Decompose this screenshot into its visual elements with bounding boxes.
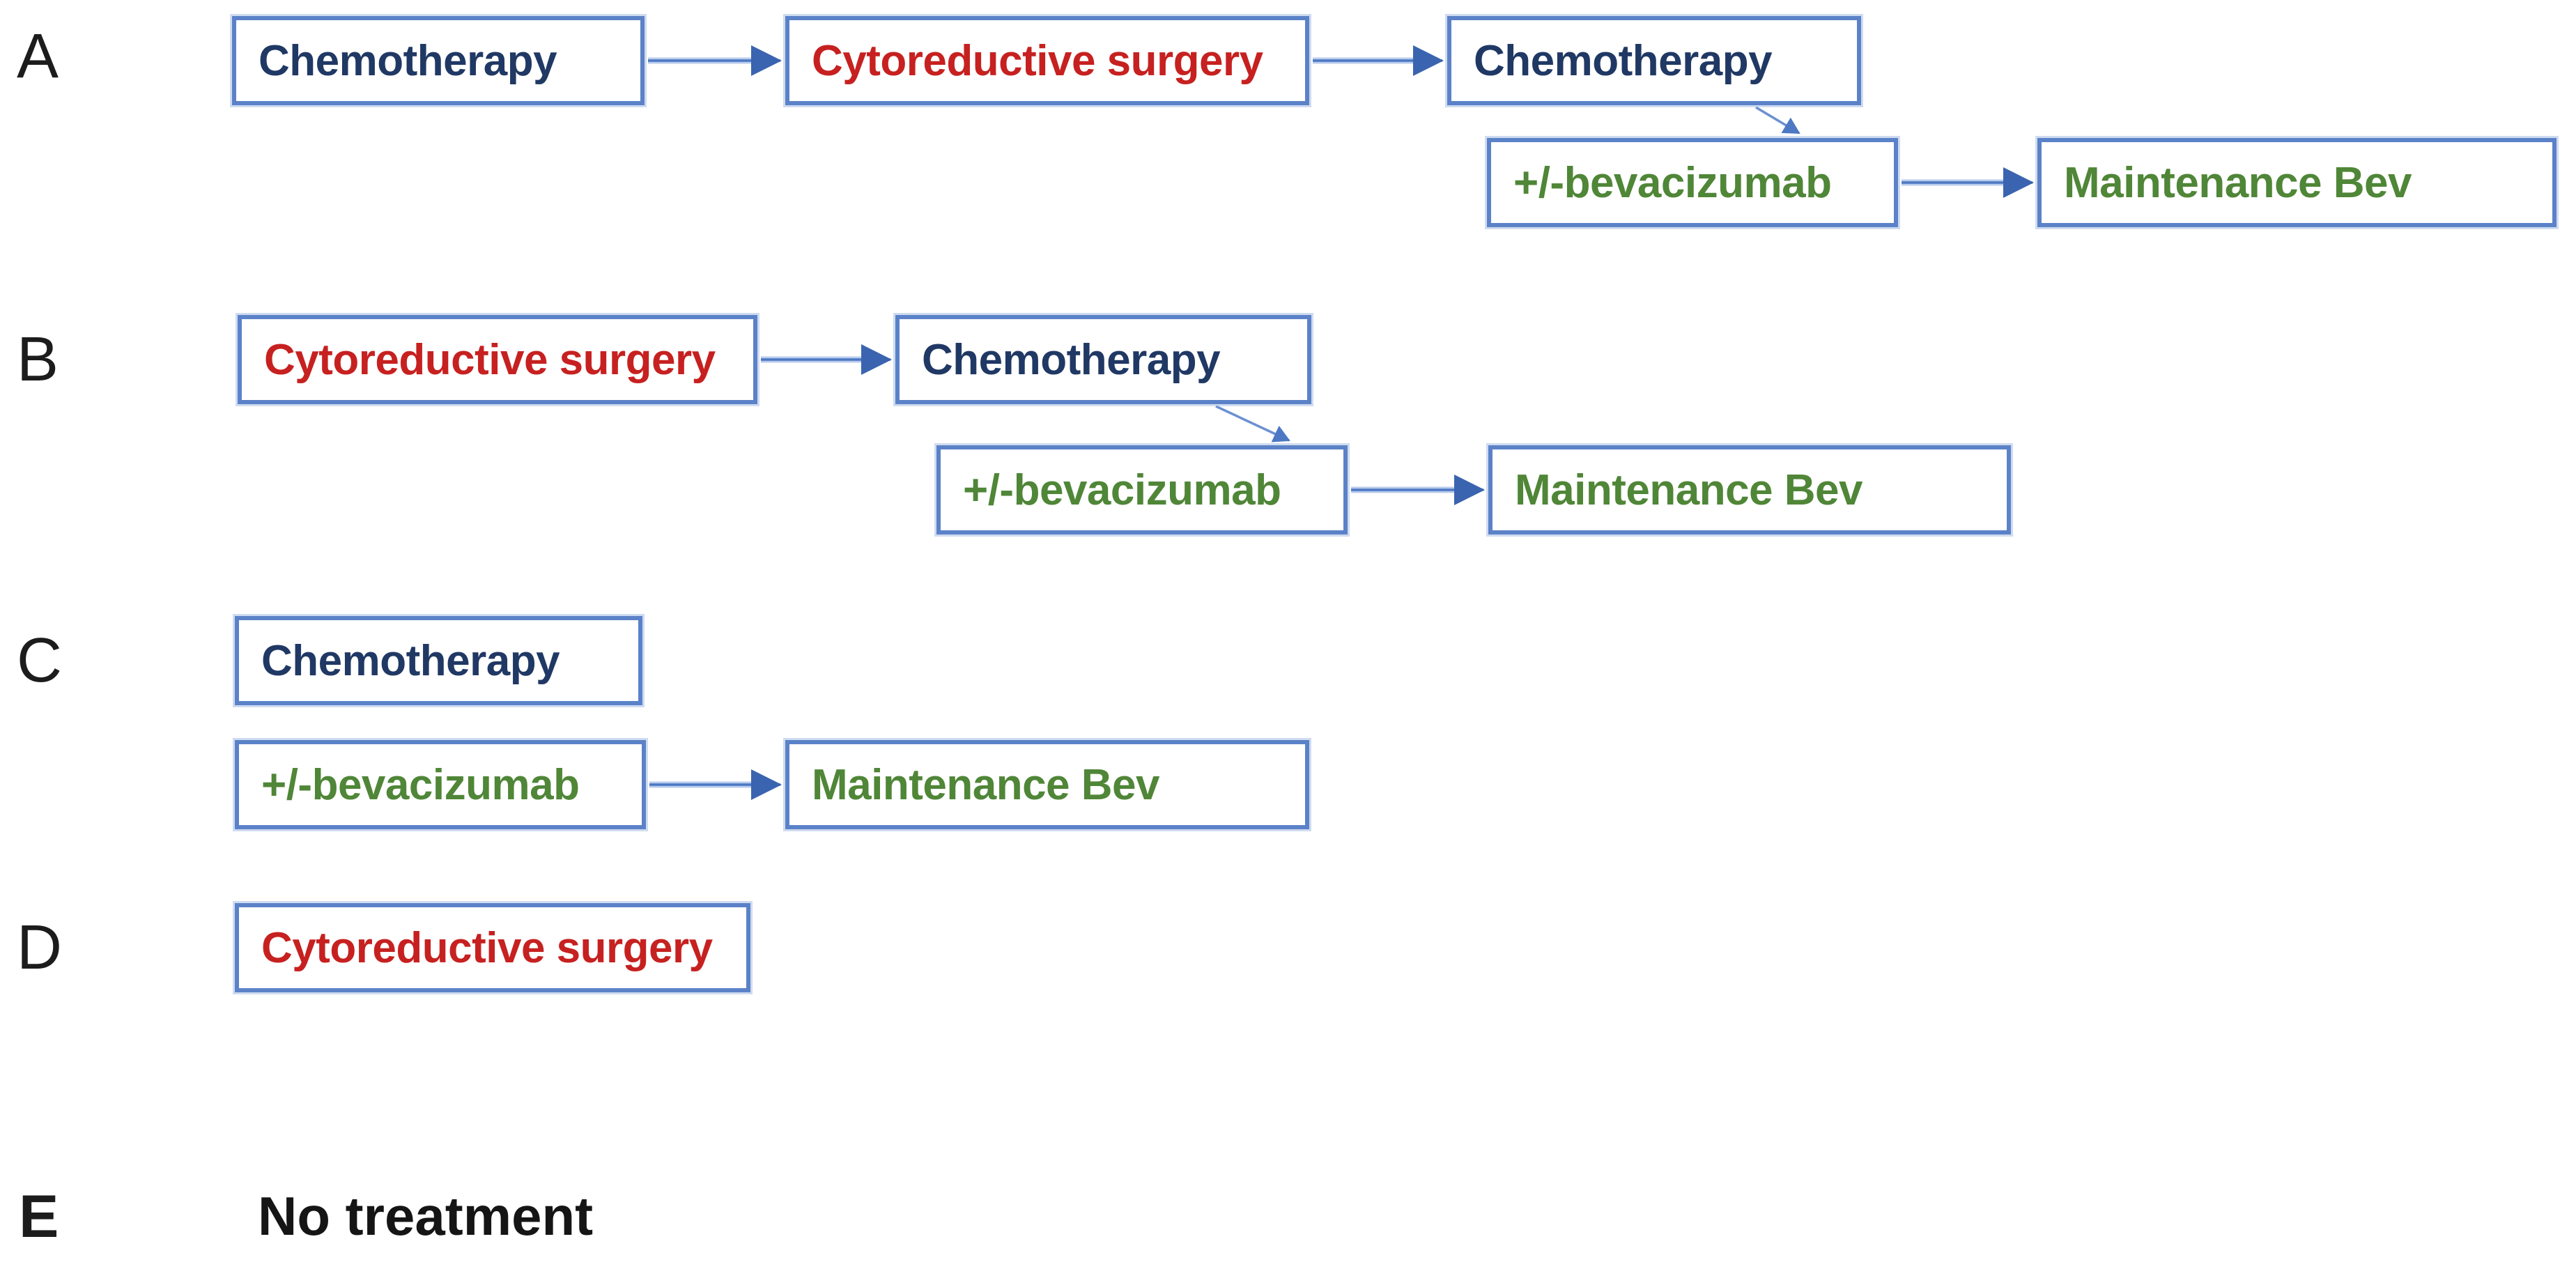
box-c-chemotherapy: Chemotherapy (235, 616, 642, 705)
box-text: Cytoreductive surgery (261, 923, 713, 972)
connector-b-chemo-to-bev-diagonal (1215, 405, 1290, 443)
box-text: +/-bevacizumab (1513, 158, 1832, 207)
box-c-bevacizumab: +/-bevacizumab (235, 740, 646, 829)
panel-label-c: C (17, 626, 62, 695)
no-treatment-text: No treatment (258, 1185, 594, 1247)
box-b-bevacizumab: +/-bevacizumab (936, 445, 1348, 534)
box-text: Cytoreductive surgery (264, 335, 716, 384)
box-b-maintenance-bev: Maintenance Bev (1488, 445, 2011, 534)
box-a-maintenance-bev: Maintenance Bev (2037, 138, 2556, 227)
panel-label-d: D (17, 913, 62, 983)
box-d-cytoreductive-surgery: Cytoreductive surgery (235, 903, 750, 992)
box-text: Chemotherapy (1474, 36, 1773, 85)
box-text: Chemotherapy (259, 36, 557, 85)
box-a-cytoreductive-surgery: Cytoreductive surgery (785, 16, 1309, 105)
box-text: +/-bevacizumab (963, 465, 1281, 514)
box-text: Chemotherapy (922, 335, 1221, 384)
box-text: Cytoreductive surgery (812, 36, 1263, 85)
panel-label-e: E (19, 1183, 59, 1250)
box-text: Maintenance Bev (2064, 158, 2412, 207)
box-a-chemotherapy-1: Chemotherapy (232, 16, 645, 105)
box-a-chemotherapy-2: Chemotherapy (1447, 16, 1861, 105)
panel-label-a: A (17, 22, 59, 91)
panel-label-b: B (17, 325, 59, 394)
connector-a-chemo-to-bev-diagonal (1755, 106, 1800, 134)
box-text: Maintenance Bev (1515, 465, 1863, 514)
box-b-chemotherapy: Chemotherapy (895, 315, 1311, 404)
box-b-cytoreductive-surgery: Cytoreductive surgery (238, 315, 757, 404)
box-c-maintenance-bev: Maintenance Bev (785, 740, 1309, 829)
box-text: Chemotherapy (261, 636, 560, 685)
box-text: +/-bevacizumab (261, 760, 580, 809)
box-a-bevacizumab: +/-bevacizumab (1487, 138, 1898, 227)
box-text: Maintenance Bev (812, 760, 1160, 809)
